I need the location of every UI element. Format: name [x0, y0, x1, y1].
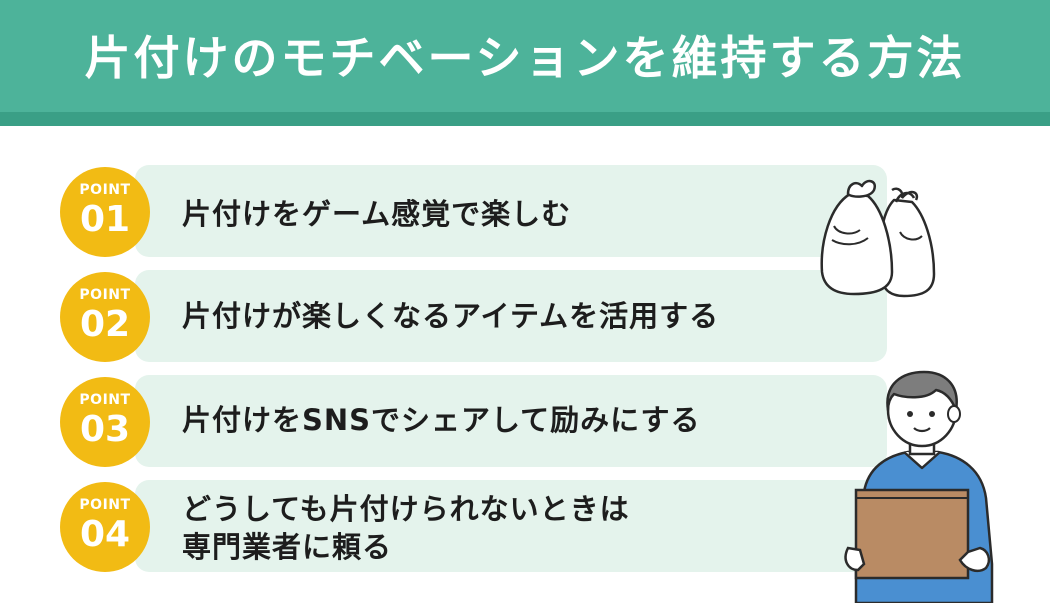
point-badge: POINT 03 — [60, 377, 150, 467]
badge-number: 03 — [79, 409, 131, 450]
badge-number: 04 — [79, 514, 131, 555]
header-banner: 片付けのモチベーションを維持する方法 — [0, 0, 1050, 126]
point-item: POINT 01 片付けをゲーム感覚で楽しむ — [0, 165, 1050, 265]
point-badge: POINT 02 — [60, 272, 150, 362]
badge-number: 01 — [79, 199, 131, 240]
point-text: 片付けが楽しくなるアイテムを活用する — [182, 299, 720, 333]
header-stripe — [0, 112, 1050, 126]
point-badge: POINT 01 — [60, 167, 150, 257]
page-title: 片付けのモチベーションを維持する方法 — [84, 31, 966, 85]
point-text: 片付けをSNSでシェアして励みにする — [182, 403, 701, 437]
badge-label: POINT — [79, 392, 131, 408]
point-bar — [135, 270, 887, 362]
point-item: POINT 02 片付けが楽しくなるアイテムを活用する — [0, 270, 1050, 370]
point-item: POINT 04 どうしても片付けられないときは 専門業者に頼る — [0, 480, 1050, 580]
point-bar — [135, 480, 887, 572]
point-badge: POINT 04 — [60, 482, 150, 572]
badge-number: 02 — [79, 304, 131, 345]
badge-label: POINT — [79, 182, 131, 198]
point-text: 片付けをゲーム感覚で楽しむ — [182, 197, 572, 231]
badge-label: POINT — [79, 287, 131, 303]
point-item: POINT 03 片付けをSNSでシェアして励みにする — [0, 375, 1050, 475]
point-bar — [135, 165, 887, 257]
person-carrying-box-icon — [844, 370, 994, 603]
point-bar — [135, 375, 887, 467]
trash-bags-icon — [820, 179, 936, 298]
badge-label: POINT — [79, 497, 131, 513]
point-text: どうしても片付けられないときは 専門業者に頼る — [182, 492, 630, 564]
